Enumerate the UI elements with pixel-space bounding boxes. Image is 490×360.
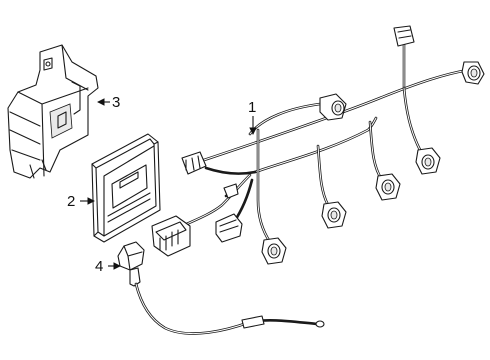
callout-4: 4 <box>95 258 121 275</box>
svg-text:1: 1 <box>248 99 256 116</box>
svg-text:4: 4 <box>95 258 103 275</box>
connector-mid <box>375 173 401 201</box>
connector-mid-right <box>415 147 441 175</box>
callout-1: 1 <box>248 99 257 135</box>
wiring-harness <box>151 25 485 265</box>
callout-2: 2 <box>67 193 95 210</box>
connector-right <box>461 61 485 85</box>
connector-upper <box>319 93 347 121</box>
connector-small <box>215 213 243 243</box>
connector-left <box>181 151 207 175</box>
sensor-lead <box>117 241 325 335</box>
control-module <box>91 133 161 243</box>
connector-lower <box>261 237 287 265</box>
connector-lower-mid <box>321 201 347 229</box>
control-module-bracket <box>7 44 99 179</box>
harness-clip <box>223 183 239 199</box>
svg-text:3: 3 <box>112 94 120 111</box>
svg-text:2: 2 <box>67 193 75 210</box>
callout-3: 3 <box>97 94 120 111</box>
connector-top <box>393 25 415 47</box>
connector-multi-pin <box>151 215 191 257</box>
